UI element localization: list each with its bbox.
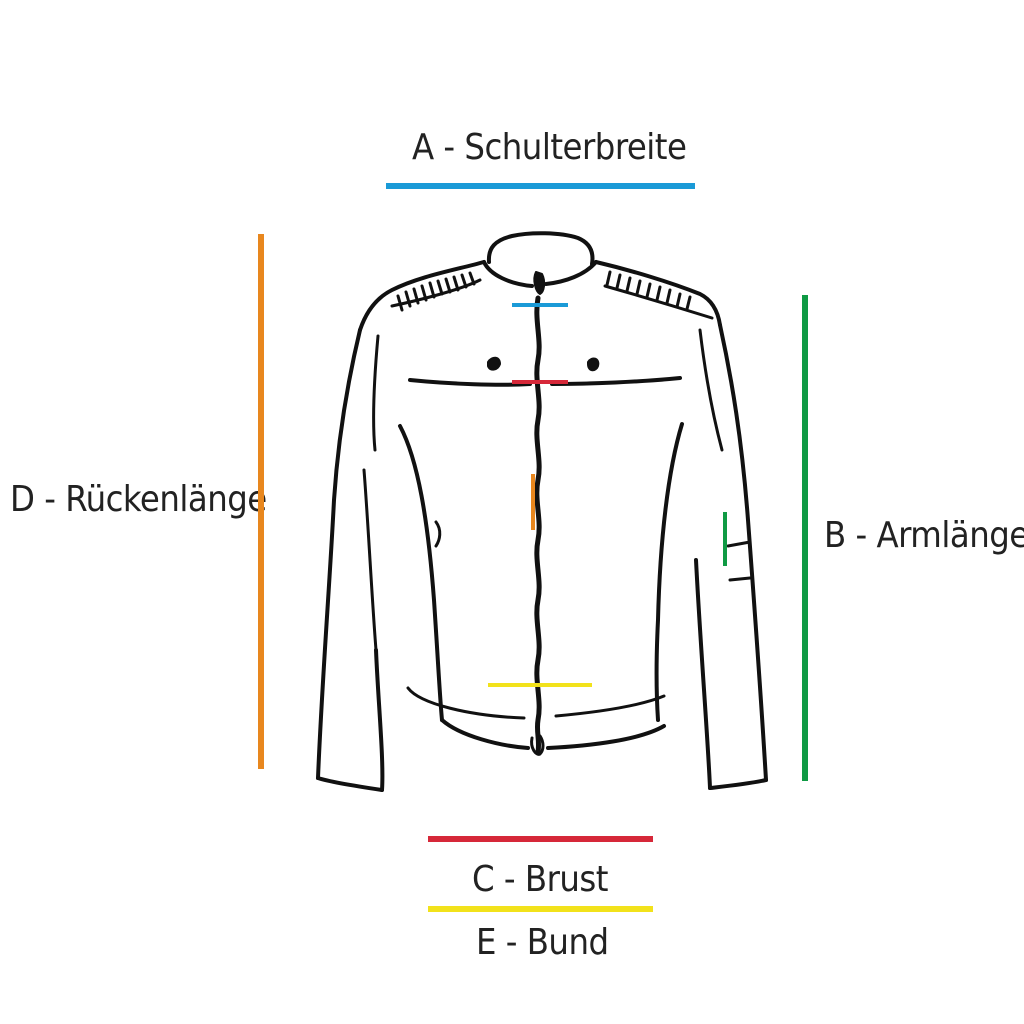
sleeve-length-line: [802, 295, 808, 781]
back-marker: [531, 474, 535, 530]
shoulder-label: A - Schulterbreite: [412, 127, 687, 168]
chest-line: [428, 836, 653, 842]
shoulder-line: [386, 183, 695, 189]
waist-marker: [488, 683, 592, 687]
sleeve-length-label: B - Armlänge: [824, 515, 1024, 556]
back-length-line: [258, 234, 264, 769]
shoulder-marker: [512, 303, 568, 307]
sleeve-marker: [723, 512, 727, 566]
back-length-label: D - Rückenlänge: [10, 479, 267, 520]
chest-marker: [512, 380, 568, 384]
waist-label: E - Bund: [476, 922, 609, 963]
chest-label: C - Brust: [472, 859, 609, 900]
waist-line: [428, 906, 653, 912]
